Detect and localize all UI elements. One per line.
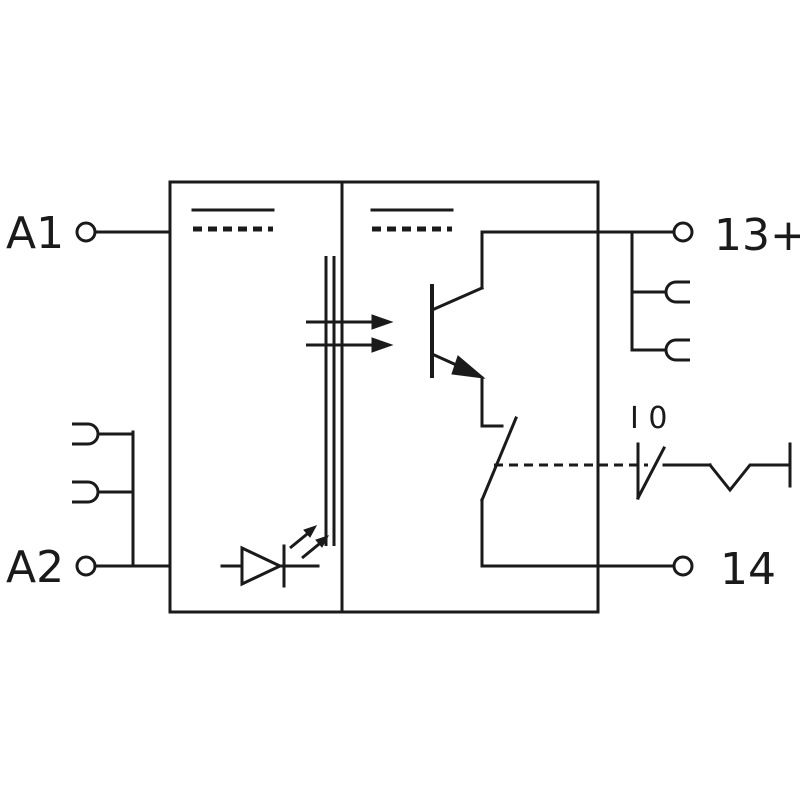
manual-switch-label: I 0 <box>630 401 667 436</box>
terminal-a1-label: A1 <box>6 208 64 259</box>
light-arrows-icon <box>306 314 394 353</box>
manual-switch: I 0 <box>494 401 792 501</box>
terminal-a2-label: A2 <box>6 542 64 593</box>
dc-symbol-output <box>370 208 454 232</box>
terminal-a2: A2 <box>6 542 172 593</box>
transistor-icon <box>430 230 674 428</box>
dc-symbol-input <box>191 208 275 232</box>
terminal-14-connector <box>672 555 694 577</box>
terminal-13-connector <box>672 221 694 243</box>
module-housing <box>168 180 600 614</box>
terminal-14: 14 <box>672 544 776 595</box>
terminal-a2-connector <box>75 555 97 577</box>
terminal-13: 13+ <box>672 210 800 261</box>
terminal-a1: A1 <box>6 208 172 259</box>
a2-bridge-sockets <box>72 422 135 568</box>
terminal-14-label: 14 <box>720 544 776 595</box>
optical-barrier <box>324 256 336 546</box>
t13-bridge-sockets <box>630 230 690 362</box>
output-switch-contact <box>480 416 674 568</box>
led-icon <box>220 525 330 588</box>
terminal-a1-connector <box>75 221 97 243</box>
terminal-13-label: 13+ <box>714 210 800 261</box>
